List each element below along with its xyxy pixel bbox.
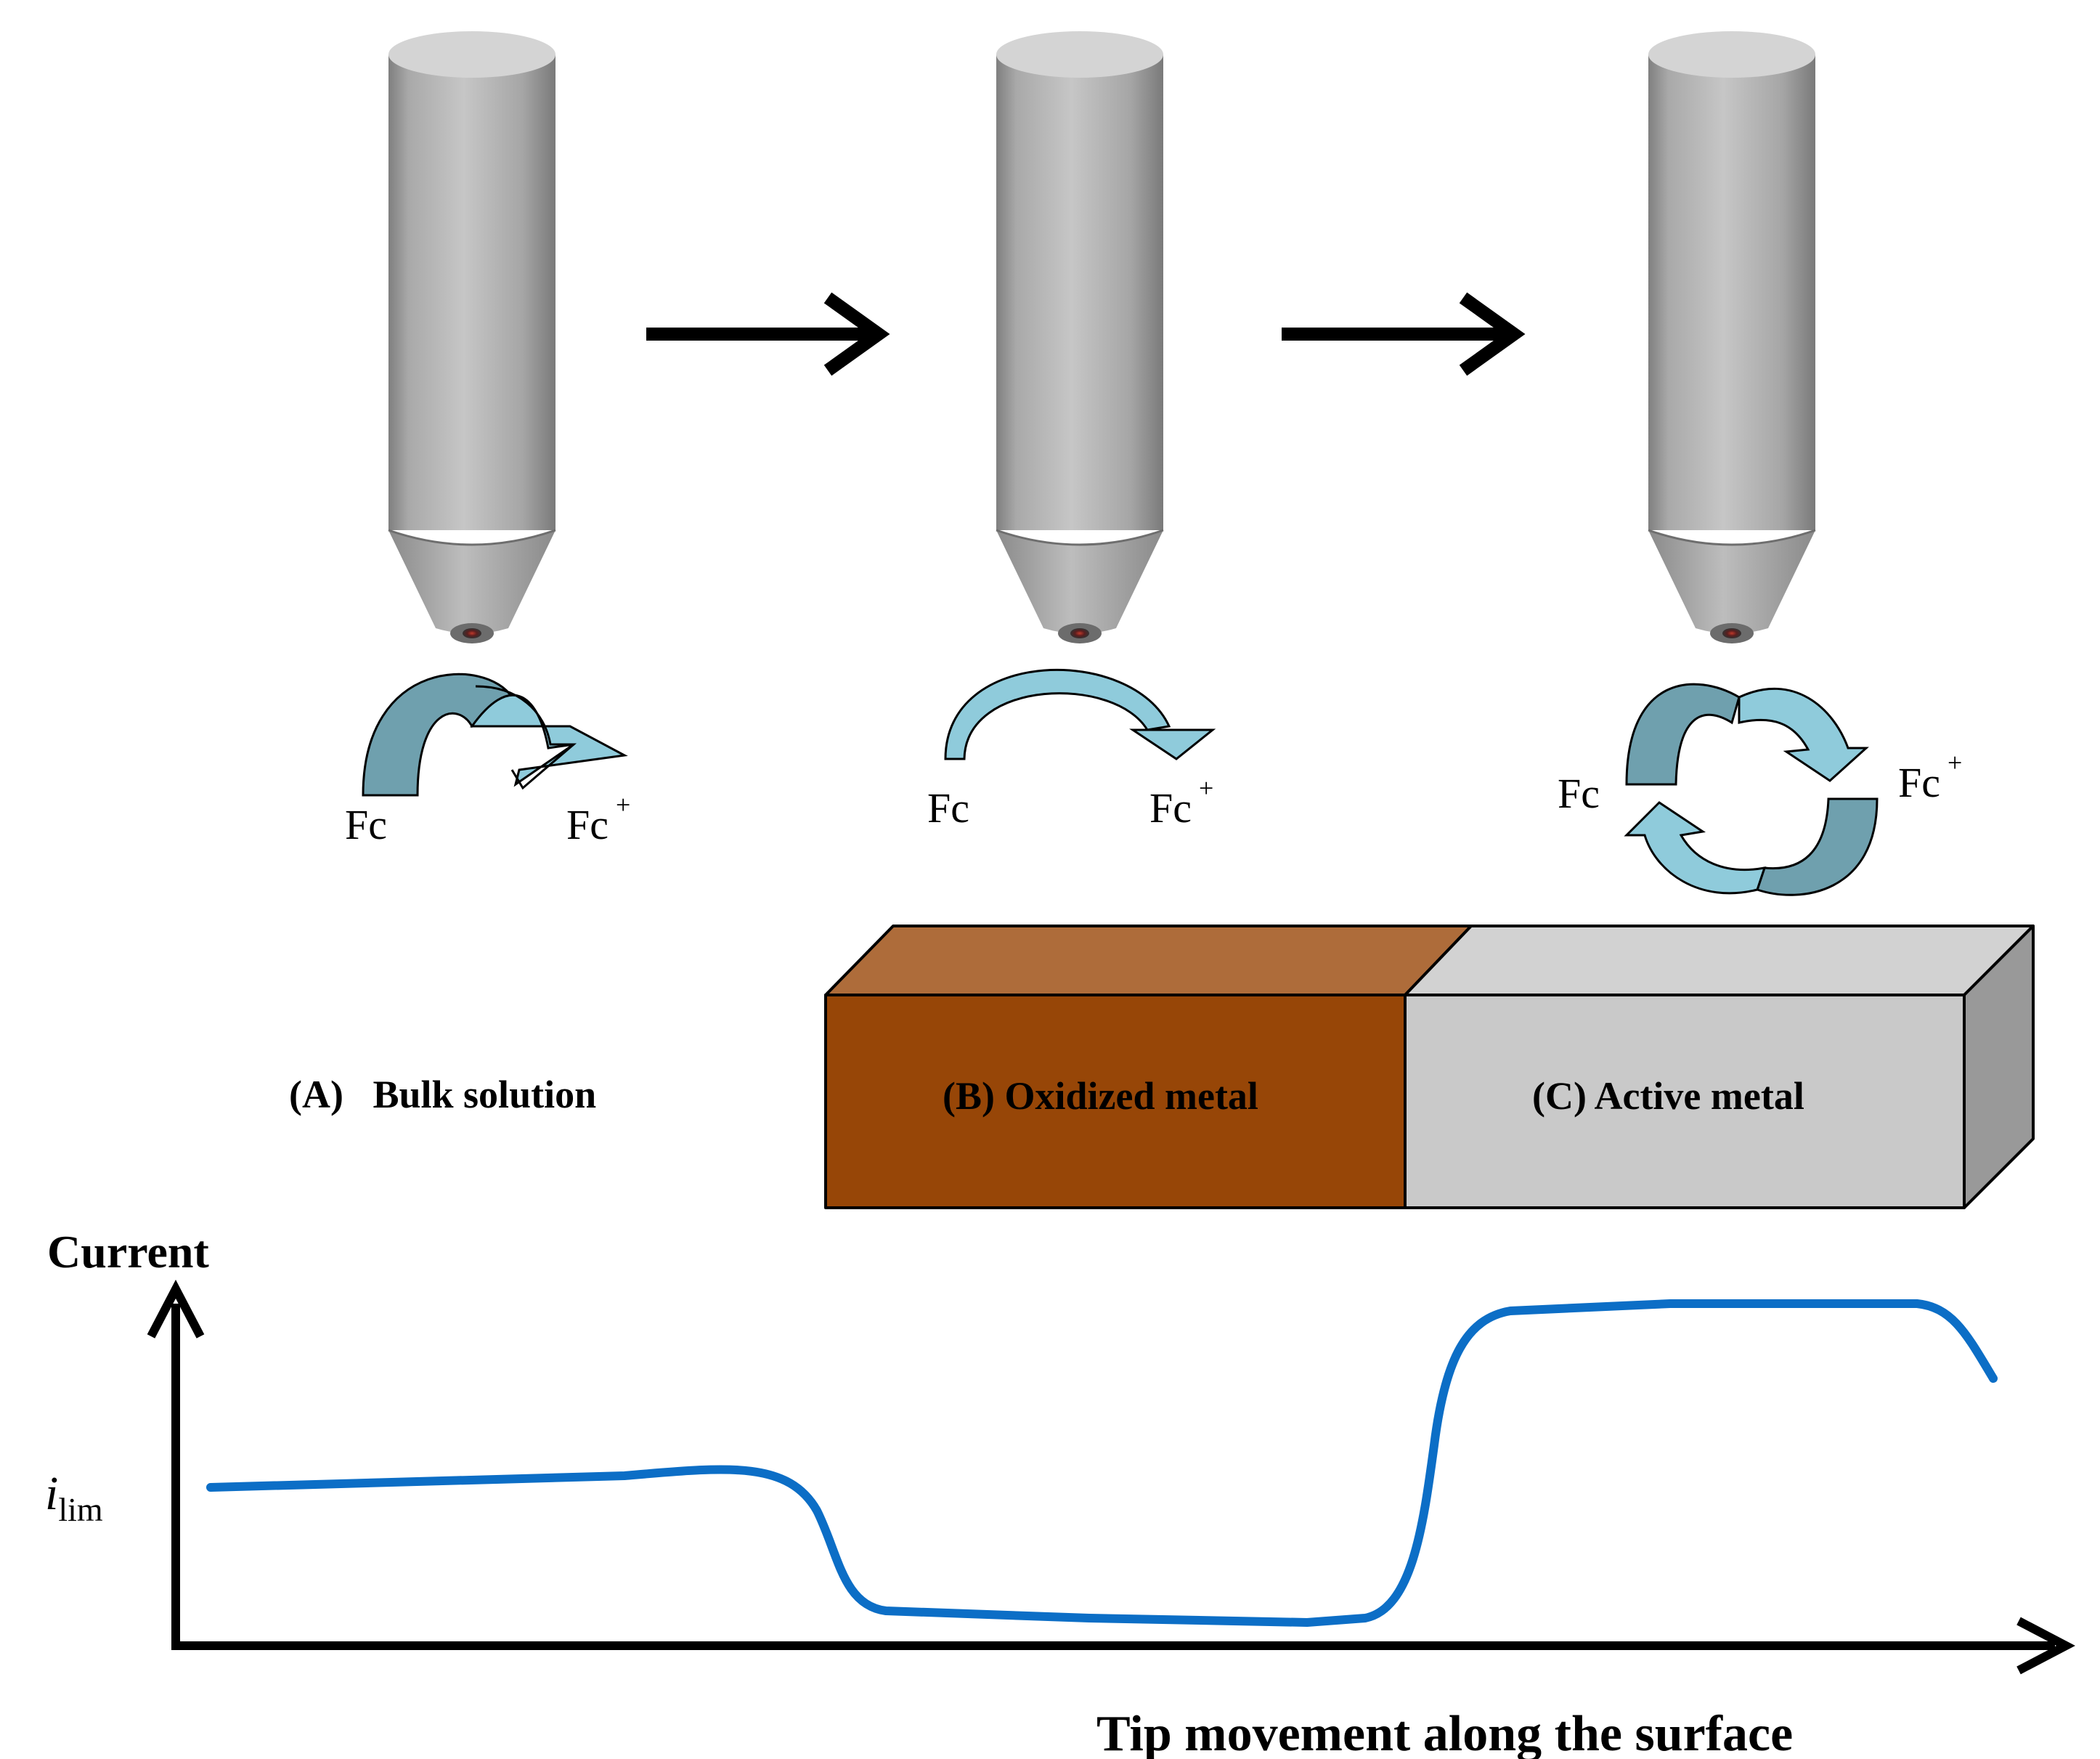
product-sup-a: +	[616, 790, 630, 819]
ilim-label: ilim	[45, 1467, 103, 1528]
y-axis-arrowhead	[147, 1280, 205, 1338]
ilim-italic: i	[45, 1467, 58, 1520]
current-graph: Current ilim Tip movement along the surf…	[45, 1226, 2075, 1759]
stage-a-labels: Fc Fc +	[345, 790, 630, 848]
active-top-face	[1404, 925, 2035, 996]
oxidized-top-face	[824, 925, 1473, 996]
product-sup-b: +	[1199, 773, 1213, 803]
tip-a	[388, 31, 556, 643]
y-axis-label: Current	[47, 1226, 209, 1277]
metal-block	[824, 925, 2035, 1209]
x-axis-arrowhead	[2016, 1617, 2075, 1675]
stage-c-labels: Fc Fc +	[1558, 748, 1962, 817]
product-label-b: Fc	[1149, 784, 1192, 832]
reactant-label-b: Fc	[927, 784, 969, 832]
movement-arrow-1	[646, 292, 890, 376]
product-sup-c: +	[1948, 748, 1962, 777]
tip-c	[1648, 31, 1816, 643]
active-front-face	[1404, 994, 1966, 1209]
current-curve	[206, 1299, 1998, 1627]
x-axis-label: Tip movement along the surface	[1096, 1706, 1793, 1759]
product-label-a: Fc	[566, 801, 609, 848]
product-label-c: Fc	[1898, 759, 1940, 806]
active-metal-label: (C) Active metal	[1532, 1074, 1804, 1118]
bulk-solution-label: (A) Bulk solution	[289, 1073, 596, 1116]
reaction-arrow-a	[362, 673, 628, 797]
reactant-label-a: Fc	[345, 801, 387, 848]
tip-b	[996, 31, 1164, 643]
stage-b-labels: Fc Fc +	[927, 773, 1213, 832]
oxidized-front-face	[824, 994, 1407, 1209]
oxidized-metal-label: (B) Oxidized metal	[943, 1074, 1258, 1118]
reactant-label-c: Fc	[1558, 770, 1600, 817]
reaction-arrow-c	[1624, 683, 1879, 896]
ilim-subscript: lim	[58, 1491, 103, 1528]
reaction-arrow-b	[944, 668, 1216, 760]
movement-arrow-2	[1282, 292, 1526, 376]
